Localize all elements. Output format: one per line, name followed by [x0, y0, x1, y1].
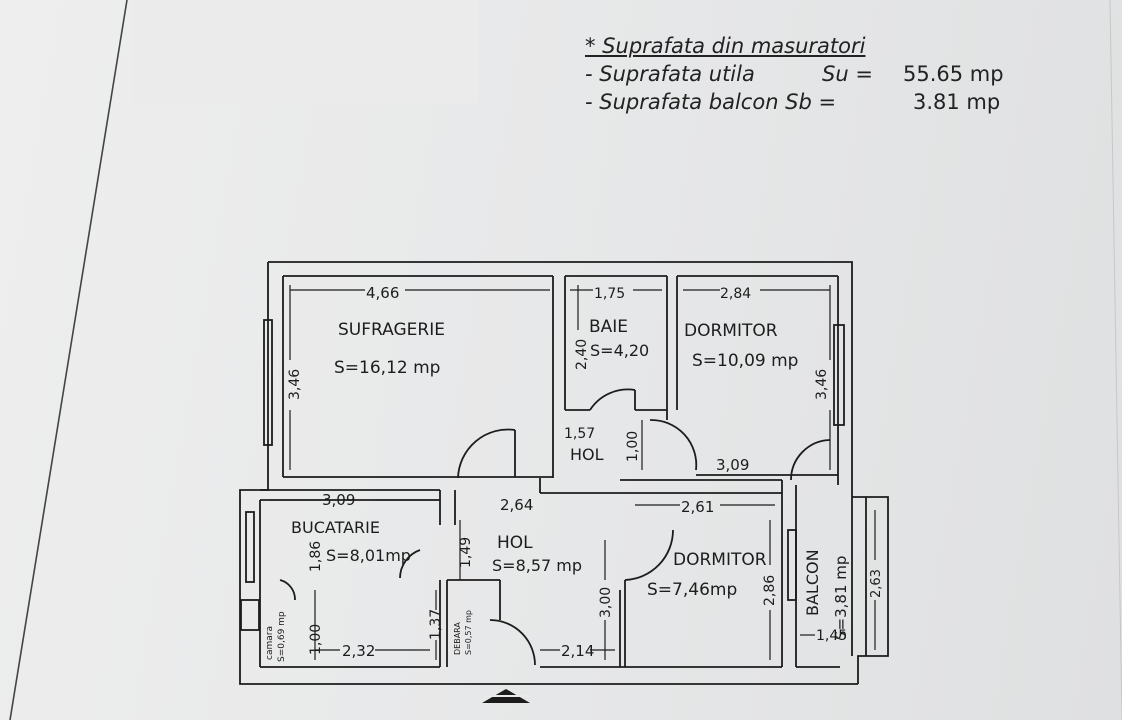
useful-surface-symbol: Su = [822, 62, 873, 86]
hol-small-height: 1,00 [625, 431, 641, 462]
bucatarie-area: S=8,01mp [326, 546, 411, 565]
balcon-area: S=3,81 mp [832, 556, 850, 640]
useful-surface-value: 55.65 mp [903, 62, 1004, 86]
hol-name: HOL [497, 533, 533, 553]
balcony-surface-value: 3.81 mp [913, 90, 1001, 114]
summary-title: * Suprafata din masuratori [585, 34, 866, 58]
dormitor1-area: S=10,09 mp [692, 351, 798, 371]
useful-surface-label: - Suprafata utila [585, 62, 755, 86]
hol-area: S=8,57 mp [492, 556, 582, 575]
camara-height: 1,00 [308, 624, 324, 655]
bucatarie-width: 3,09 [322, 491, 355, 509]
bucatarie-bottom: 2,32 [342, 642, 375, 660]
useful-surface-row: - Suprafata utila Su = 55.65 mp [585, 60, 1025, 88]
edge-line [1109, 0, 1122, 720]
sufragerie-height: 3,46 [287, 369, 303, 400]
sufragerie-name: SUFRAGERIE [338, 320, 445, 340]
dormitor2-name: DORMITOR [673, 550, 767, 570]
dormitor1-width: 2,84 [720, 286, 751, 302]
debara-name: DEBARA [453, 622, 462, 655]
hol-width: 2,64 [500, 496, 533, 514]
dormitor1-name: DORMITOR [684, 321, 778, 341]
hol-small-width: 1,57 [564, 426, 595, 442]
dimension-lines [270, 285, 876, 660]
sufragerie-area: S=16,12 mp [334, 358, 440, 378]
hol-height2: 3,00 [598, 587, 614, 618]
baie-area: S=4,20 [590, 341, 649, 360]
baie-name: BAIE [589, 317, 628, 337]
balcony-surface-row: - Suprafata balcon Sb = 3.81 mp [585, 88, 1025, 116]
margin-line [9, 0, 128, 720]
bucatarie-name: BUCATARIE [291, 518, 380, 537]
debara-height: 1,37 [428, 609, 444, 640]
dormitor1-bottom: 3,09 [716, 456, 749, 474]
baie-width: 1,75 [594, 286, 625, 302]
redacted-area [133, 0, 478, 103]
dormitor2-height: 2,86 [762, 575, 778, 606]
balcon-name: BALCON [803, 549, 822, 616]
sufragerie-width: 4,66 [366, 284, 399, 302]
debara-area: S=0,57 mp [464, 610, 473, 655]
hol-bottom: 2,14 [561, 642, 594, 660]
summary-title-row: * Suprafata din masuratori [585, 32, 1025, 60]
dormitor2-width: 2,61 [681, 498, 714, 516]
balcony-surface-label: - Suprafata balcon Sb = [585, 90, 837, 114]
camara-area: S=0,69 mp [277, 611, 287, 662]
baie-height: 2,40 [574, 339, 590, 370]
dormitor1-height: 3,46 [814, 369, 830, 400]
hol-small-name: HOL [570, 445, 604, 464]
walls [239, 261, 889, 685]
balcon-height: 2,63 [869, 569, 884, 598]
hol-height: 1,49 [458, 537, 474, 568]
dormitor2-area: S=7,46mp [647, 580, 737, 600]
balcon-width: 1,45 [816, 628, 847, 644]
bucatarie-height: 1,86 [308, 541, 324, 572]
surface-summary: * Suprafata din masuratori - Suprafata u… [585, 32, 1025, 116]
camara-name: camara [265, 626, 275, 660]
